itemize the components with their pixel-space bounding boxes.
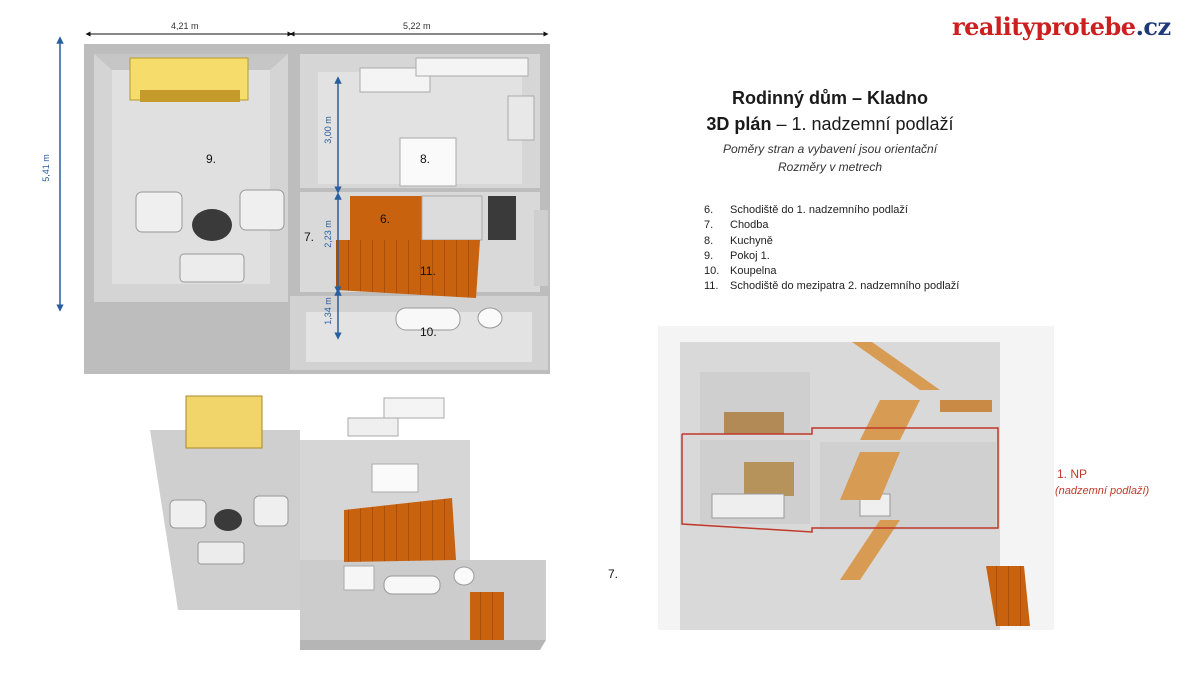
- brand-logo-part2: .cz: [1135, 12, 1172, 41]
- top-floor-plan: [84, 44, 550, 374]
- legend-text: Chodba: [730, 219, 769, 232]
- legend-num: 6.: [704, 204, 714, 216]
- dim-kitchen: 3,00 m: [323, 116, 333, 144]
- section-floor-label: 1. NP: [1057, 467, 1088, 481]
- room-legend: 6. Schodiště do 1. nadzemního podlaží 7. C…: [704, 204, 959, 296]
- dim-hall: 2,23 m: [323, 220, 333, 248]
- room-label-8: 8.: [420, 152, 431, 166]
- legend-text: Koupelna: [730, 265, 777, 278]
- page-title: Rodinný dům – Kladno: [732, 88, 928, 108]
- dim-top-right: 5,22 m: [403, 21, 431, 31]
- iso-view: [150, 395, 546, 650]
- legend-num: 8.: [704, 234, 714, 247]
- section-view: [658, 326, 1054, 630]
- legend-item: 9. Pokoj 1.: [704, 250, 959, 265]
- legend-text: Schodiště do 1. nadzemního podlaží: [730, 204, 908, 216]
- room-label-11: 11.: [420, 264, 436, 278]
- np-highlight-outline: [681, 427, 999, 533]
- legend-item: 8. Kuchyně: [704, 235, 959, 250]
- legend-text: Schodiště do mezipatra 2. nadzemního pod…: [730, 280, 960, 293]
- page-subtitle: 3D plán – 1. nadzemní podlaží: [640, 114, 1020, 135]
- dim-bath: 1,34 m: [323, 297, 333, 325]
- legend-text: Pokoj 1.: [730, 249, 770, 262]
- extra-room-label: 7.: [608, 567, 619, 581]
- plan-type: 3D plán: [706, 114, 772, 134]
- room-label-6: 6.: [380, 212, 391, 226]
- floor-name: – 1. nadzemní podlaží: [771, 114, 954, 134]
- note-proportions: Poměry stran a vybavení jsou orientační: [722, 142, 938, 156]
- legend-num: 9.: [704, 249, 714, 262]
- legend-text: Kuchyně: [730, 234, 773, 247]
- dim-top-left: 4,21 m: [171, 21, 199, 31]
- brand-logo[interactable]: realityprotebe.cz: [952, 12, 1171, 41]
- legend-num: 11.: [704, 280, 719, 293]
- legend-num: 7.: [704, 219, 714, 232]
- dim-left-height: 5,41 m: [41, 154, 51, 182]
- brand-logo-part1: realityprotebe: [952, 12, 1136, 41]
- legend-num: 10.: [704, 265, 720, 278]
- legend-item: 6. Schodiště do 1. nadzemního podlaží: [704, 204, 959, 219]
- section-floor-sublabel: (nadzemní podlaží): [1055, 485, 1150, 497]
- legend-item: 7. Chodba: [704, 219, 959, 234]
- legend-item: 11. Schodiště do mezipatra 2. nadzemního …: [704, 280, 959, 295]
- room-label-10: 10.: [420, 325, 437, 339]
- room-label-9: 9.: [206, 152, 217, 166]
- note-units: Rozměry v metrech: [777, 160, 883, 174]
- room-label-7: 7.: [304, 230, 315, 244]
- legend-item: 10. Koupelna: [704, 265, 959, 280]
